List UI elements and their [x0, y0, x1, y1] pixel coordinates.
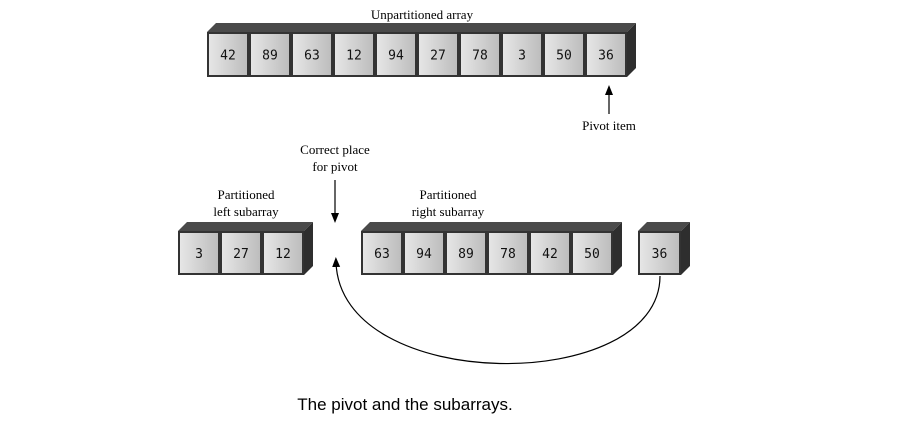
array-cell: [209, 34, 247, 75]
array-cell-value: 63: [304, 49, 320, 64]
array-top-face: [178, 222, 313, 231]
array-cell: [405, 233, 443, 273]
array-cell-value: 50: [584, 247, 600, 262]
left-subarray: 3 27 12: [178, 222, 313, 275]
array-cell-value: 27: [233, 247, 249, 262]
array-cell-value: 12: [346, 49, 362, 64]
left-subarray-label-line2: left subarray: [213, 204, 279, 219]
array-cell: [264, 233, 302, 273]
correct-place-label-line2: for pivot: [312, 159, 358, 174]
array-top-face: [207, 23, 636, 32]
array-cell-value: 78: [472, 49, 488, 64]
array-side-face: [681, 222, 690, 275]
array-cell: [573, 233, 611, 273]
array-cell-value: 94: [416, 247, 432, 262]
unpartitioned-array-label: Unpartitioned array: [371, 7, 474, 22]
array-cell-value: 36: [598, 49, 614, 64]
array-cell: [377, 34, 415, 75]
left-subarray-label-line1: Partitioned: [217, 187, 275, 202]
array-cell-value: 36: [652, 247, 668, 262]
array-cell-value: 27: [430, 49, 446, 64]
array-cell: [489, 233, 527, 273]
array-side-face: [304, 222, 313, 275]
right-subarray-label-line2: right subarray: [412, 204, 485, 219]
array-cell: [222, 233, 260, 273]
pivot-item-label: Pivot item: [582, 118, 636, 133]
array-cell-value: 50: [556, 49, 572, 64]
array-cell: [640, 233, 679, 273]
pivot-move-arrow: [332, 257, 661, 365]
array-cell-value: 42: [542, 247, 558, 262]
array-side-face: [627, 23, 636, 77]
array-cell-value: 3: [195, 247, 203, 262]
array-cell-value: 63: [374, 247, 390, 262]
array-cell: [363, 233, 401, 273]
array-cell: [545, 34, 583, 75]
array-cell-value: 89: [458, 247, 474, 262]
array-cell-value: 94: [388, 49, 404, 64]
figure-caption: The pivot and the subarrays.: [297, 395, 512, 414]
array-cell: [251, 34, 289, 75]
array-cell: [531, 233, 569, 273]
right-subarray: 63 94 89 78 42 50: [361, 222, 622, 275]
array-cell: [503, 34, 541, 75]
array-cell-value: 89: [262, 49, 278, 64]
array-cell: [587, 34, 625, 75]
pivot-cell: 36: [638, 222, 690, 275]
correct-place-label-line1: Correct place: [300, 142, 370, 157]
array-cell: [293, 34, 331, 75]
array-cell-value: 12: [275, 247, 291, 262]
array-cell: [419, 34, 457, 75]
array-side-face: [613, 222, 622, 275]
array-cell-value: 42: [220, 49, 236, 64]
array-cell: [335, 34, 373, 75]
array-cell-value: 3: [518, 49, 526, 64]
array-cell: [447, 233, 485, 273]
array-cell-value: 78: [500, 247, 516, 262]
array-frame: [361, 231, 613, 275]
unpartitioned-array: 42 89 63 12 94 27 78 3 50 36: [207, 23, 636, 77]
array-cell: [461, 34, 499, 75]
array-top-face: [361, 222, 622, 231]
array-top-face: [638, 222, 690, 231]
array-cell: [180, 233, 218, 273]
right-subarray-label-line1: Partitioned: [419, 187, 477, 202]
